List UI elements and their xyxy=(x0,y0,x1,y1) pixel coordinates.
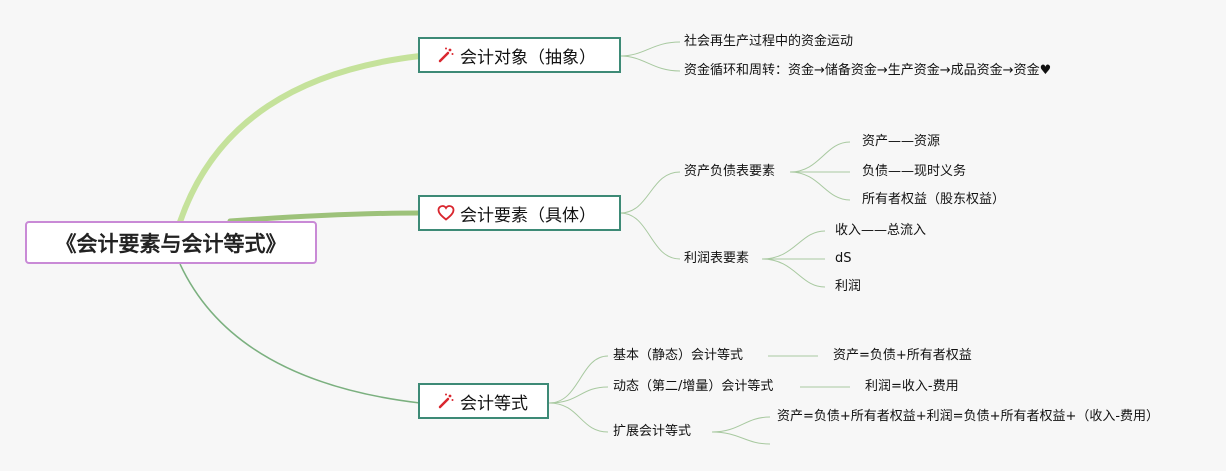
root-label: 《会计要素与会计等式》 xyxy=(55,231,287,256)
extended-equation-value[interactable]: 资产=负债+所有者权益+利润=负债+所有者权益+（收入-费用） xyxy=(777,409,1160,424)
branch-accounting-object-label: 会计对象（抽象） xyxy=(460,47,596,68)
branch1-connector xyxy=(177,53,423,225)
branch2-connector xyxy=(227,210,423,224)
leaf-assets[interactable]: 资产——资源 xyxy=(862,134,941,149)
basic-equation-label[interactable]: 基本（静态）会计等式 xyxy=(613,348,744,363)
dynamic-equation-value[interactable]: 利润=收入-费用 xyxy=(865,379,959,394)
extended-equation-label[interactable]: 扩展会计等式 xyxy=(613,424,692,439)
balance-sheet-elements[interactable]: 资产负债表要素 xyxy=(684,164,776,179)
leaf-liabilities[interactable]: 负债——现时义务 xyxy=(862,164,967,179)
branch-accounting-object[interactable]: 会计对象（抽象） xyxy=(418,37,621,73)
leaf-ds[interactable]: dS xyxy=(835,251,852,266)
magic-wand-icon xyxy=(436,391,456,411)
leaf-profit[interactable]: 利润 xyxy=(835,279,862,294)
leaf-capital-cycle[interactable]: 资金循环和周转：资金→储备资金→生产资金→成品资金→资金♥ xyxy=(684,63,1052,78)
basic-equation-value[interactable]: 资产=负债+所有者权益 xyxy=(833,348,972,363)
dynamic-equation-label[interactable]: 动态（第二/增量）会计等式 xyxy=(613,379,774,394)
branch-accounting-elements-label: 会计要素（具体） xyxy=(460,205,596,226)
branch-accounting-equation[interactable]: 会计等式 xyxy=(418,383,549,419)
magic-wand-icon xyxy=(436,45,456,65)
income-statement-elements[interactable]: 利润表要素 xyxy=(684,251,750,266)
leaf-owners-equity[interactable]: 所有者权益（股东权益） xyxy=(862,192,1006,207)
branch-accounting-elements[interactable]: 会计要素（具体） xyxy=(418,195,621,231)
root-topic[interactable]: 《会计要素与会计等式》 xyxy=(25,221,317,264)
branch-accounting-equation-label: 会计等式 xyxy=(460,393,528,414)
branch3-connector xyxy=(179,263,421,404)
leaf-capital-movement[interactable]: 社会再生产过程中的资金运动 xyxy=(684,34,854,49)
leaf-revenue[interactable]: 收入——总流入 xyxy=(835,223,927,238)
heart-icon xyxy=(436,203,456,223)
